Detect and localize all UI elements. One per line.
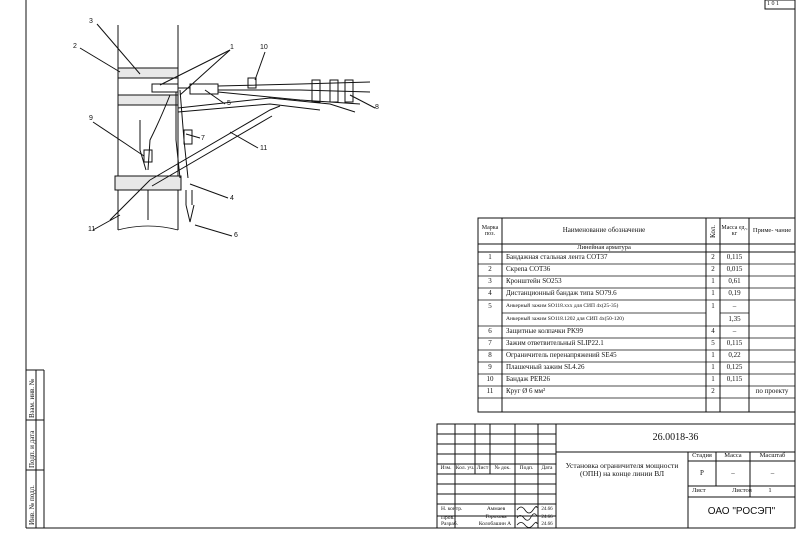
spec-row-qty: 1 [711,375,715,384]
callout-10: 10 [260,44,268,51]
col-list: Лист [476,465,489,472]
spec-row-qty: 1 [711,289,715,298]
spec-row-mass: 0,115 [726,375,743,384]
spec-row-mass: 1,35 [728,314,741,323]
spec-row-qty: 1 [711,363,715,372]
spec-row-qty: 5 [711,339,715,348]
spec-row-name: Ограничитель перенапряжений SE45 [506,351,617,360]
callout-2: 2 [73,43,77,50]
role-prov: Пров. [441,516,455,522]
callout-6: 6 [234,232,238,239]
spec-row-qty: 1 [711,277,715,286]
spec-row-pos: 5 [488,301,492,310]
spec-row-name: Круг Ø 6 мм² [506,387,546,396]
sheets-label: Листов [732,487,752,495]
doc-number: 26.0018-36 [652,431,699,443]
col-sign: Подп. [519,465,534,472]
spec-row-qty: 2 [711,265,715,274]
spec-row-pos: 4 [488,289,492,298]
spec-row-qty: 1 [711,351,715,360]
spec-row-qty: 2 [711,253,715,262]
col-doc: № док. [494,465,511,472]
section-title: Линейная арматура [577,244,631,251]
spec-row-mass: 0,22 [728,351,741,360]
header-pos: Марка поз. [481,224,499,237]
spec-row-mass: 0,115 [726,253,743,262]
spec-row-pos: 3 [488,277,492,286]
callout-11-lower: 11 [88,226,96,233]
callout-8: 8 [375,104,379,111]
name-prov: Горохова [485,514,507,521]
header-mass: Масса ед., кг [721,224,748,237]
stage-label: Стадия [692,452,712,460]
spec-row-mass: – [732,327,737,336]
spec-row-name: Бандажная стальная лента COT37 [506,253,608,262]
spec-row-mass: 0,115 [726,339,743,348]
col-date: Дата [541,465,553,472]
header-note: Приме- чание [752,226,792,234]
spec-row-qty: 4 [711,327,715,336]
callout-4: 4 [230,195,234,202]
col-kol-uch: Кол. уч. [455,465,475,472]
spec-row-name: Скрепа COT36 [506,265,551,274]
spec-row-qty: 2 [711,387,715,396]
spec-row-qty: 1 [711,301,715,310]
col-izm: Изм. [440,465,452,472]
spec-row-mass: 0,015 [726,265,743,274]
name-nkontr: Аммаев [486,506,506,513]
spec-row-name: Плашечный зажим SL4.26 [506,363,585,372]
corner-page-number: 1 0 1 [767,1,779,7]
spec-row-pos: 2 [488,265,492,274]
stage-value: Р [700,468,704,477]
role-razrab: Разраб. [441,521,459,527]
header-name: Наименование обозначение [562,226,646,235]
company-name: ОАО "РОСЭП" [707,506,776,518]
spec-row-name: Зажим ответвительный SLIP22.1 [506,339,604,348]
callout-7: 7 [201,135,205,142]
spec-row-note: по проекту [755,387,789,396]
spec-row-mass: 0,125 [726,363,743,372]
callout-5: 5 [227,100,231,107]
spec-row-name: Бандаж PER26 [506,375,550,384]
spec-row-pos: 6 [488,327,492,336]
mass-value: – [731,468,735,477]
spec-row-pos: 11 [486,387,494,396]
spec-row-pos: 10 [486,375,494,384]
spec-row-mass: – [732,301,737,310]
sheet-label: Лист [692,487,706,495]
date-prov: 24.66 [541,515,553,521]
spec-row-pos: 7 [488,339,492,348]
spec-row-pos: 9 [488,363,492,372]
spec-row-pos: 8 [488,351,492,360]
spec-row-name: Защитные колпачки PK99 [506,327,583,336]
callout-11-upper: 11 [260,145,268,152]
spec-row-pos: 1 [488,253,492,262]
scale-label: Масштаб [759,452,786,460]
spec-row-name: Дистанционный бандаж типа SO79.6 [506,289,617,298]
date-nkontr: 24.66 [541,507,553,513]
date-razrab: 24.66 [541,521,553,527]
spec-row-mass: 0,19 [728,289,741,298]
spec-row-name: Анкерный зажим SO118.1202 для СИП 4х(50-… [506,315,624,322]
drawing-title: Установка ограничителя мощности (ОПН) на… [565,461,679,478]
callout-9: 9 [89,115,93,122]
spec-row-mass: 0,61 [728,277,741,286]
callout-1: 1 [230,44,234,51]
spec-row-name: Кронштейн SO253 [506,277,562,286]
role-nkontr: Н. контр. [441,506,463,513]
scale-value: – [770,468,775,477]
spec-row-name: Анкерный зажим SO118.ххх для СИП 4х(25-3… [506,302,619,309]
name-razrab: Колобашин А [478,521,512,527]
callout-3: 3 [89,18,93,25]
sheets-value: 1 [768,487,772,495]
mass-label: Масса [724,452,742,460]
